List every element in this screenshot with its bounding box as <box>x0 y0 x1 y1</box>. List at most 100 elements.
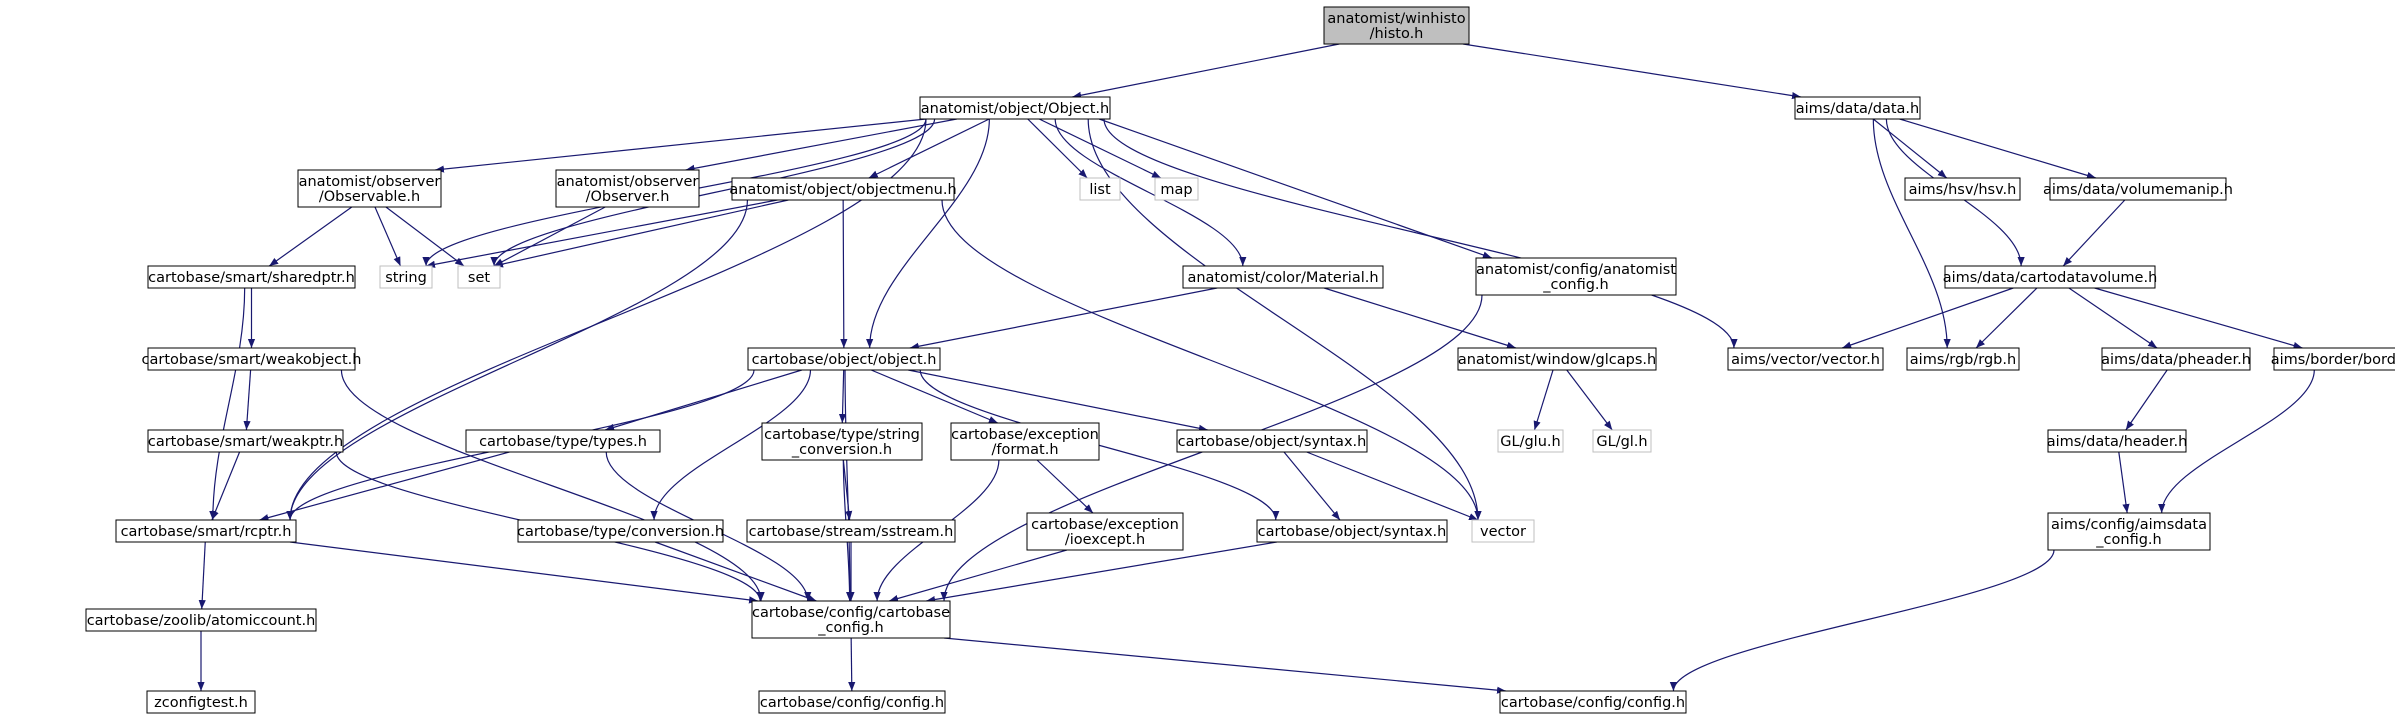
node-cb-config[interactable]: cartobase/config/cartobase_config.h <box>751 600 951 639</box>
node-conversion[interactable]: cartobase/type/conversion.h <box>517 519 724 543</box>
node-label: cartobase/exception <box>951 427 1099 443</box>
edge-pheader-to-header <box>2125 369 2168 431</box>
edge <box>1669 549 2055 692</box>
node-box <box>2047 512 2211 551</box>
node-label: cartobase/config/config.h <box>1501 695 1685 711</box>
edge <box>374 206 402 267</box>
edge <box>1072 43 1340 99</box>
node-observable[interactable]: anatomist/observer/Observable.h <box>297 169 442 208</box>
node-label: _conversion.h <box>791 442 892 458</box>
node-rgb[interactable]: aims/rgb/rgb.h <box>1906 347 2020 371</box>
node-string: string <box>379 265 433 289</box>
edge-border-to-aimsdata-cfg <box>2158 369 2315 514</box>
node-syntax1[interactable]: cartobase/object/syntax.h <box>1176 429 1368 453</box>
edge <box>1841 287 2014 349</box>
edge <box>340 369 765 602</box>
node-box <box>950 422 1100 461</box>
edge <box>1038 118 1162 179</box>
node-label: list <box>1089 182 1111 198</box>
node-object-h[interactable]: anatomist/object/Object.h <box>919 96 1111 120</box>
node-label: anatomist/observer <box>299 174 441 190</box>
edge <box>1872 118 1951 349</box>
node-box <box>1154 177 1199 201</box>
node-box <box>1592 429 1652 453</box>
node-zconfigtest[interactable]: zconfigtest.h <box>146 690 256 714</box>
node-label: anatomist/color/Material.h <box>1187 270 1378 286</box>
node-observer[interactable]: anatomist/observer/Observer.h <box>555 169 700 208</box>
node-ioexcept[interactable]: cartobase/exception/ioexcept.h <box>1026 512 1184 551</box>
edge <box>1103 118 1738 349</box>
edge-exc-format-to-ioexcept <box>1036 459 1094 514</box>
node-syntax2[interactable]: cartobase/object/syntax.h <box>1256 519 1448 543</box>
node-sharedptr[interactable]: cartobase/smart/sharedptr.h <box>147 265 356 289</box>
node-label: GL/gl.h <box>1596 434 1647 450</box>
edge-objectmenu-to-string <box>425 199 778 268</box>
node-box <box>1475 257 1677 296</box>
edge <box>866 118 990 349</box>
edge-object-h-to-vector-h <box>1103 118 1738 349</box>
node-label: vector <box>1480 524 1526 540</box>
node-label: /ioexcept.h <box>1065 532 1145 548</box>
node-rcptr[interactable]: cartobase/smart/rcptr.h <box>115 519 297 543</box>
node-label: /format.h <box>991 442 1058 458</box>
edge <box>493 199 789 268</box>
node-glcaps[interactable]: anatomist/window/glcaps.h <box>1457 347 1657 371</box>
node-vector-h[interactable]: aims/vector/vector.h <box>1727 347 1884 371</box>
edge <box>268 206 353 267</box>
edge <box>2094 287 2303 349</box>
node-label: cartobase/config/cartobase <box>752 605 950 621</box>
node-box <box>1944 265 2156 289</box>
node-atomiccount[interactable]: cartobase/zoolib/atomiccount.h <box>85 608 317 632</box>
node-box <box>1182 265 1384 289</box>
node-cb-object[interactable]: cartobase/object/object.h <box>747 347 941 371</box>
node-material[interactable]: anatomist/color/Material.h <box>1182 265 1384 289</box>
node-box <box>147 429 344 453</box>
node-objectmenu[interactable]: anatomist/object/objectmenu.h <box>729 177 957 201</box>
node-label: /histo.h <box>1370 26 1424 42</box>
node-box <box>1904 177 2021 201</box>
node-volmanip[interactable]: aims/data/volumemanip.h <box>2043 177 2233 201</box>
node-label: anatomist/object/Object.h <box>921 101 1109 117</box>
node-aimsdata-cfg[interactable]: aims/config/aimsdata_config.h <box>2047 512 2211 551</box>
edge-object-h-to-material <box>1054 118 1247 267</box>
node-box <box>1323 6 1470 45</box>
node-box <box>731 177 955 201</box>
node-label: cartobase/smart/weakptr.h <box>148 434 343 450</box>
node-config2[interactable]: cartobase/config/config.h <box>1499 690 1687 714</box>
node-border[interactable]: aims/border/border.h <box>2271 347 2395 371</box>
node-exc-format[interactable]: cartobase/exception/format.h <box>950 422 1100 461</box>
node-box <box>465 429 661 453</box>
node-config1[interactable]: cartobase/config/config.h <box>758 690 946 714</box>
node-label: cartobase/zoolib/atomiccount.h <box>87 613 316 629</box>
edge <box>493 206 606 267</box>
node-string-conv[interactable]: cartobase/type/string_conversion.h <box>761 422 923 461</box>
node-box <box>147 265 356 289</box>
edge-cartodatavol-to-rgb <box>1975 287 2038 349</box>
node-weakptr[interactable]: cartobase/smart/weakptr.h <box>147 429 344 453</box>
node-label: aims/border/border.h <box>2271 352 2395 368</box>
node-box <box>761 422 923 461</box>
edge-aims-data-to-rgb <box>1872 118 1951 349</box>
node-label: aims/vector/vector.h <box>1731 352 1880 368</box>
node-types[interactable]: cartobase/type/types.h <box>465 429 661 453</box>
node-aims-data[interactable]: aims/data/data.h <box>1794 96 1921 120</box>
node-box <box>115 519 297 543</box>
node-winhisto[interactable]: anatomist/winhisto/histo.h <box>1323 6 1470 45</box>
node-label: aims/data/pheader.h <box>2101 352 2251 368</box>
node-weakobject[interactable]: cartobase/smart/weakobject.h <box>142 347 362 371</box>
node-label: anatomist/window/glcaps.h <box>1458 352 1656 368</box>
edge <box>838 369 847 424</box>
edge <box>685 118 957 172</box>
node-anat-config[interactable]: anatomist/config/anatomist_config.h <box>1475 257 1677 296</box>
node-list: list <box>1079 177 1121 201</box>
node-sstream[interactable]: cartobase/stream/sstream.h <box>746 519 956 543</box>
node-label: zconfigtest.h <box>154 695 248 711</box>
node-header[interactable]: aims/data/header.h <box>2047 429 2188 453</box>
edge-cb-object-to-types <box>604 369 803 431</box>
node-pheader[interactable]: aims/data/pheader.h <box>2101 347 2251 371</box>
edge <box>289 541 759 604</box>
node-box <box>1497 429 1564 453</box>
node-hsv[interactable]: aims/hsv/hsv.h <box>1904 177 2021 201</box>
node-cartodatavol[interactable]: aims/data/cartodatavolume.h <box>1943 265 2158 289</box>
